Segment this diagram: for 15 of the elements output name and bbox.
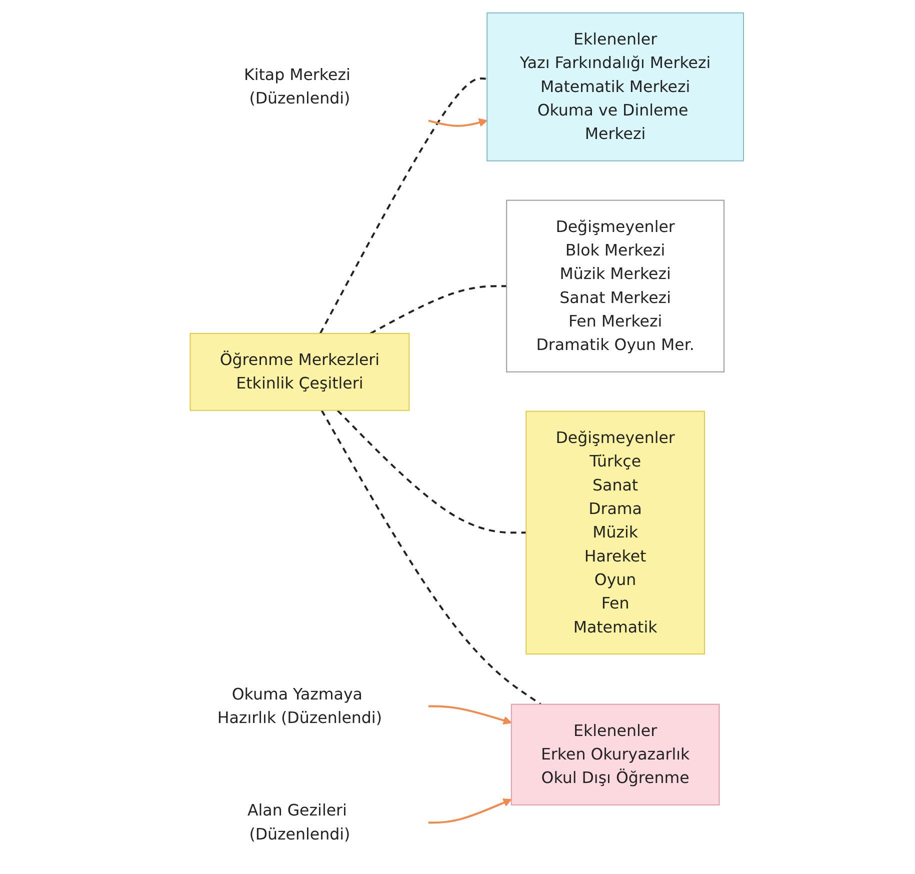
node-box: Değişmeyenler Blok Merkezi Müzik Merkezi Sanat Merkezi Fen Merkezi Dramatik Oyun Mer. (506, 200, 724, 372)
connector (320, 410, 542, 706)
node-box: Eklenenler Yazı Farkındalığı Merkezi Matematik Merkezi Okuma ve Dinleme Merkezi (486, 12, 744, 162)
node-box: Eklenenler Erken Okuryazarlık Okul Dışı Öğrenme (510, 704, 720, 806)
arrow (428, 705, 512, 725)
node-text: Alan Gezileri (Düzenlendi) (247, 800, 350, 844)
node-box: Değişmeyenler Türkçe Sanat Drama Müzik Hareket Oyun Fen Matematik (526, 410, 705, 654)
node-box: Öğrenme Merkezleri Etkinlik Çeşitleri (190, 332, 410, 411)
arrow (428, 118, 488, 127)
connector (336, 410, 526, 534)
node-text: Kitap Merkezi (Düzenlendi) (244, 65, 350, 108)
connector (319, 78, 488, 334)
arrow (428, 798, 512, 824)
node-text: Okuma Yazmaya Hazırlık (Düzenlendi) (217, 684, 382, 727)
connector (370, 285, 507, 334)
